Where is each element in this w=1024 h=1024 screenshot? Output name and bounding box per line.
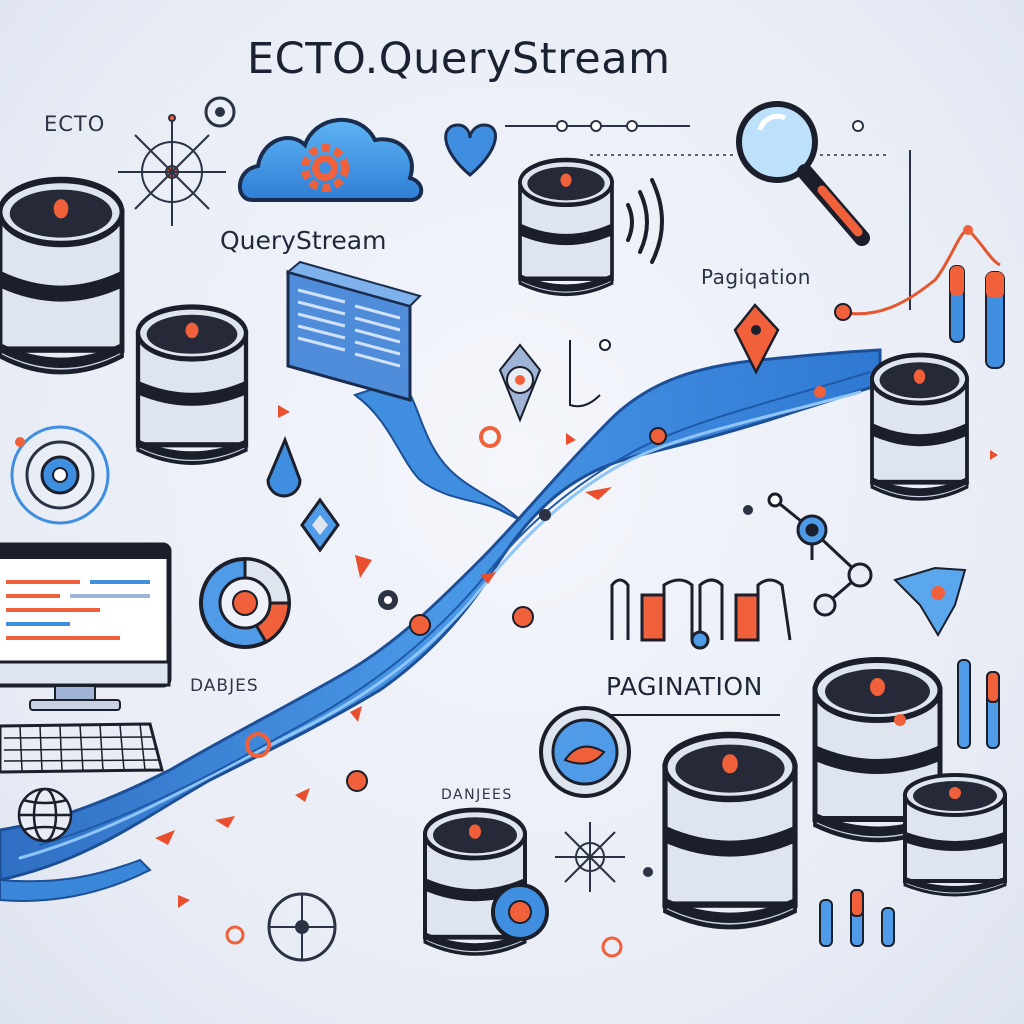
node-icon bbox=[491, 883, 549, 941]
location-marker-icon bbox=[733, 303, 780, 375]
dabjes-label: DABJES bbox=[190, 676, 259, 696]
target-icon bbox=[10, 425, 110, 525]
bar-chart-icon bbox=[819, 659, 1000, 947]
diamond-icon bbox=[300, 497, 340, 553]
keyboard-icon bbox=[0, 722, 164, 774]
decorative-dots bbox=[178, 405, 998, 958]
sound-waves-icon bbox=[626, 178, 664, 264]
globe-icon bbox=[17, 787, 73, 843]
compass-icon bbox=[555, 822, 625, 892]
magnifier-icon bbox=[736, 101, 870, 246]
compass-icon bbox=[118, 114, 226, 226]
network-node-icon bbox=[767, 492, 873, 617]
database-icon bbox=[905, 775, 1005, 895]
page-title: ECTO.QueryStream bbox=[247, 34, 671, 84]
database-icon bbox=[872, 355, 967, 499]
line-chart-icon bbox=[834, 150, 1005, 369]
badge-icon bbox=[539, 706, 631, 798]
hub-icon bbox=[893, 566, 967, 637]
cloud-gear-icon bbox=[237, 117, 424, 202]
gear-icon bbox=[204, 96, 236, 128]
monitor-icon bbox=[0, 542, 172, 711]
gear-icon bbox=[498, 343, 542, 423]
document-icon bbox=[285, 260, 422, 402]
database-icon bbox=[138, 307, 246, 463]
danjees-label: DANJEES bbox=[441, 787, 513, 803]
heart-icon bbox=[444, 123, 497, 177]
ecto-label: ECTO bbox=[44, 112, 106, 136]
donut-chart-icon bbox=[199, 557, 291, 649]
database-icon bbox=[665, 735, 795, 927]
pagination-label: PAGINATION bbox=[606, 672, 763, 701]
database-icon bbox=[520, 160, 612, 294]
querystream-label: QueryStream bbox=[220, 226, 387, 255]
pin-icon bbox=[569, 339, 611, 408]
connector-line bbox=[505, 120, 864, 132]
target-icon bbox=[267, 892, 337, 962]
drop-icon bbox=[266, 435, 302, 498]
database-icon bbox=[0, 180, 122, 372]
data-stream-river bbox=[0, 348, 882, 902]
pagination-brackets-icon bbox=[610, 578, 792, 650]
pagination-label-top: Pagiqation bbox=[701, 265, 811, 289]
